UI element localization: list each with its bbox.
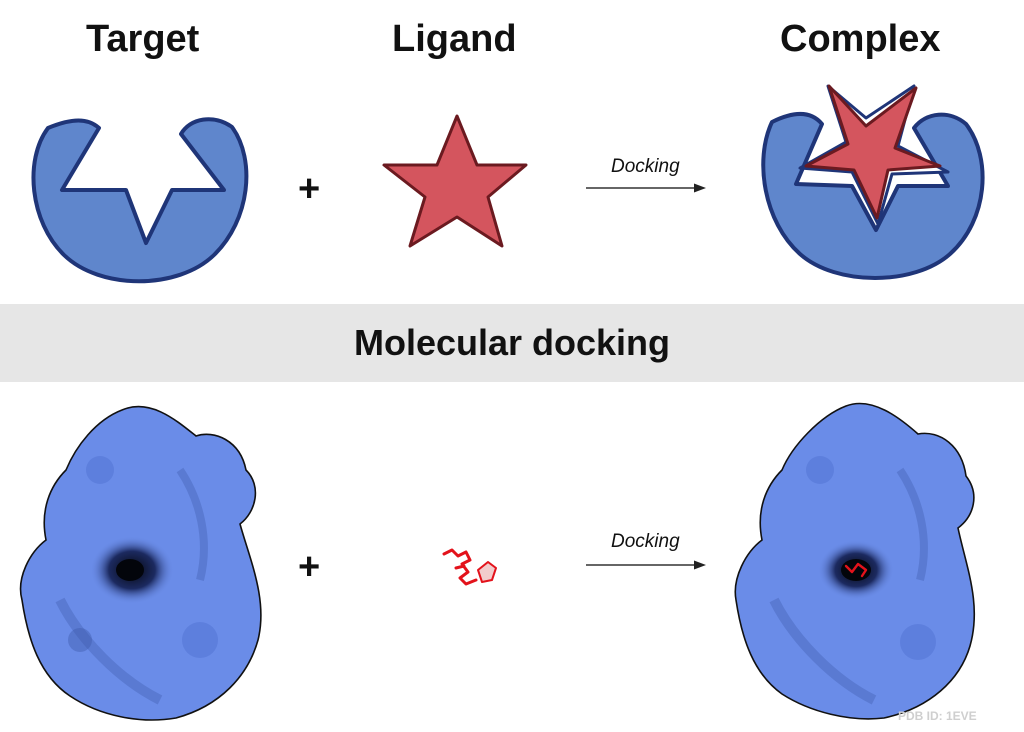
arrow-right-icon [586, 183, 706, 193]
star-ligand-icon [382, 114, 528, 248]
complex-shape-icon [761, 84, 985, 280]
complex-title: Complex [780, 18, 941, 60]
plus-sign-top: + [298, 168, 321, 210]
banner-title: Molecular docking [353, 322, 671, 363]
docking-label-top: Docking [611, 156, 680, 177]
docking-label-bottom: Docking [611, 531, 680, 552]
ligand-title: Ligand [392, 18, 517, 60]
receptor-shape-icon [31, 117, 249, 284]
plus-sign-bottom: + [298, 546, 321, 588]
target-title: Target [86, 18, 200, 60]
section-banner: Molecular docking [0, 304, 1024, 382]
pdb-id-label: PDB ID: 1EVE [898, 709, 977, 723]
